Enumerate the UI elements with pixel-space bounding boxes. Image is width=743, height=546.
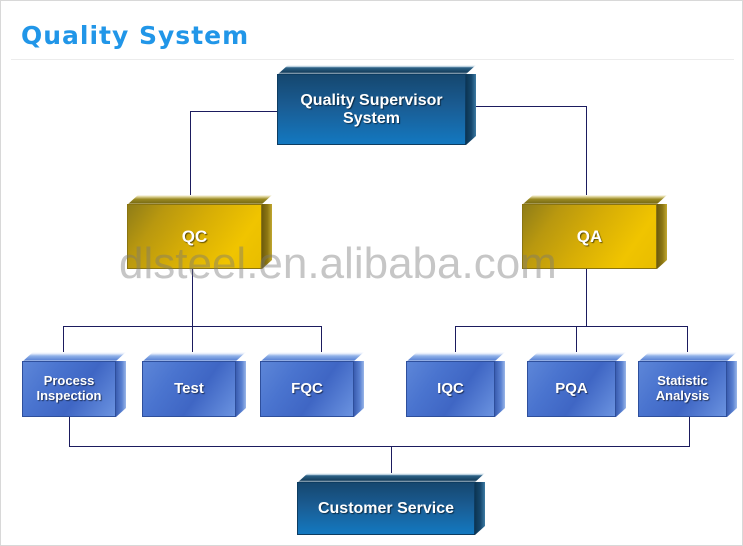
node-label: QA xyxy=(522,204,657,269)
connector-qa-to-pqa xyxy=(576,326,577,353)
connector-bus-to-customer xyxy=(391,446,392,473)
node-iqc[interactable]: IQC xyxy=(406,352,505,417)
node-label: PQA xyxy=(527,361,616,417)
connector-qa-to-iqc xyxy=(455,326,456,353)
box-top-bevel xyxy=(638,352,737,362)
connector-qa-to-stat xyxy=(687,326,688,353)
node-statistic-analysis[interactable]: Statistic Analysis xyxy=(638,352,737,417)
connector-root-right-vertical xyxy=(586,106,587,195)
node-label: Process Inspection xyxy=(22,361,116,417)
connector-root-left-vertical xyxy=(190,111,191,195)
connector-root-left-horizontal xyxy=(190,111,277,112)
node-label: Quality Supervisor System xyxy=(277,74,466,145)
page-title: Quality System xyxy=(21,21,250,50)
box-top-bevel xyxy=(406,352,505,362)
node-label: Customer Service xyxy=(297,482,475,535)
node-qc[interactable]: QC xyxy=(127,195,272,269)
box-top-bevel xyxy=(297,473,485,483)
node-process-inspection[interactable]: Process Inspection xyxy=(22,352,126,417)
node-label: FQC xyxy=(260,361,354,417)
title-divider xyxy=(11,59,734,60)
box-side-bevel xyxy=(616,361,626,417)
box-side-bevel xyxy=(657,204,667,269)
box-side-bevel xyxy=(727,361,737,417)
node-test[interactable]: Test xyxy=(142,352,246,417)
box-side-bevel xyxy=(475,482,485,535)
box-top-bevel xyxy=(127,195,272,205)
node-qa[interactable]: QA xyxy=(522,195,667,269)
connector-qc-to-test xyxy=(192,326,193,353)
connector-qc-down xyxy=(192,268,193,326)
box-top-bevel xyxy=(522,195,667,205)
box-top-bevel xyxy=(22,352,126,362)
box-side-bevel xyxy=(116,361,126,417)
node-label: Statistic Analysis xyxy=(638,361,727,417)
node-label: Test xyxy=(142,361,236,417)
node-customer-service[interactable]: Customer Service xyxy=(297,473,485,535)
box-side-bevel xyxy=(495,361,505,417)
box-side-bevel xyxy=(354,361,364,417)
node-label: QC xyxy=(127,204,262,269)
box-side-bevel xyxy=(466,74,476,145)
connector-qc-to-process xyxy=(63,326,64,353)
box-top-bevel xyxy=(260,352,364,362)
box-top-bevel xyxy=(277,65,476,75)
connector-qa-down xyxy=(586,268,587,326)
node-label: IQC xyxy=(406,361,495,417)
node-fqc[interactable]: FQC xyxy=(260,352,364,417)
box-side-bevel xyxy=(262,204,272,269)
connector-stat-down xyxy=(689,416,690,446)
box-top-bevel xyxy=(142,352,246,362)
connector-qa-bus xyxy=(455,326,687,327)
node-pqa[interactable]: PQA xyxy=(527,352,626,417)
connector-root-right-horizontal xyxy=(475,106,586,107)
connector-qc-to-fqc xyxy=(321,326,322,353)
connector-process-down xyxy=(69,416,70,446)
box-top-bevel xyxy=(527,352,626,362)
connector-bottom-bus xyxy=(69,446,690,447)
node-quality-supervisor-system[interactable]: Quality Supervisor System xyxy=(277,65,476,145)
box-side-bevel xyxy=(236,361,246,417)
